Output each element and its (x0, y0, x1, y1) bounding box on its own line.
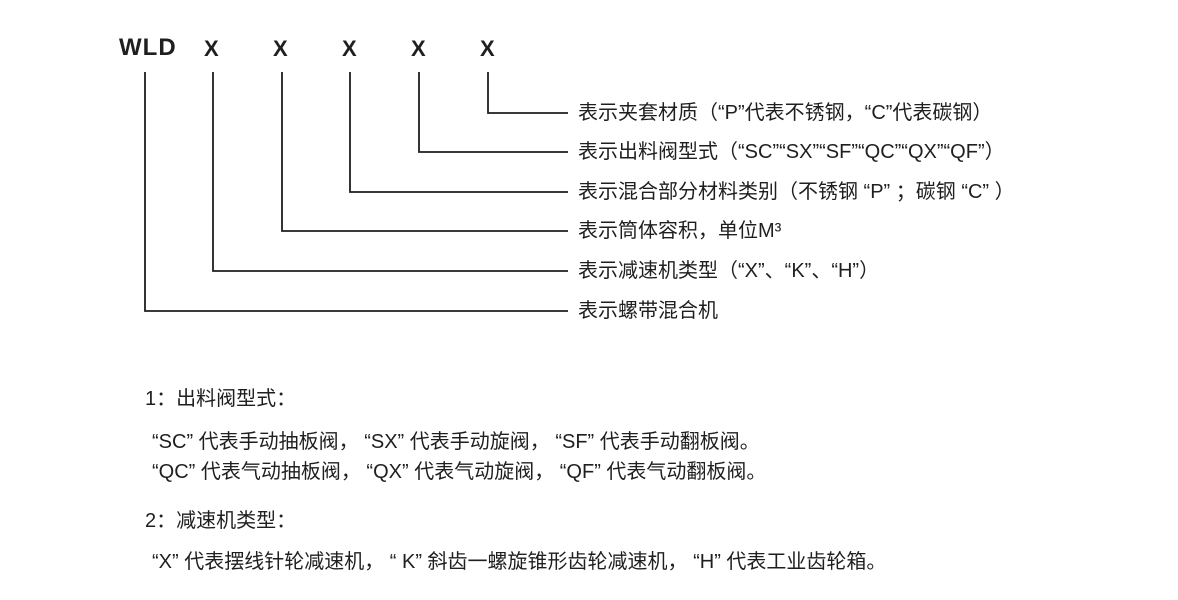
note1-heading: 1：出料阀型式： (145, 388, 297, 410)
connector-line-cylinder-volume (281, 72, 568, 232)
model-code-placeholder-1: X (204, 36, 219, 61)
note1-line2: “QC” 代表气动抽板阀， “QX” 代表气动旋阀， “QF” 代表气动翻板阀。 (152, 461, 767, 483)
note2-line1: “X” 代表摆线针轮减速机， “ K” 斜齿一螺旋锥形齿轮减速机， “H” 代表… (152, 551, 887, 573)
connector-line-mixing-material (349, 72, 568, 193)
callout-discharge-valve: 表示出料阀型式（“SC”“SX”“SF”“QC”“QX”“QF”） (578, 141, 1005, 163)
note1-line1: “SC” 代表手动抽板阀， “SX” 代表手动旋阀， “SF” 代表手动翻板阀。 (152, 431, 760, 453)
callout-reducer-type: 表示减速机类型（“X”、“K”、“H”） (578, 260, 880, 282)
connector-line-reducer-type (212, 72, 568, 272)
model-code-placeholder-4: X (411, 36, 426, 61)
model-code-prefix: WLD (119, 34, 177, 61)
connector-line-mixer-type (144, 72, 568, 312)
callout-mixing-material: 表示混合部分材料类别（不锈钢 “P” ；碳钢 “C” ） (578, 181, 1015, 203)
note2-heading: 2：减速机类型： (145, 510, 297, 532)
callout-jacket-material: 表示夹套材质（“P”代表不锈钢，“C”代表碳钢） (578, 102, 993, 124)
model-code-placeholder-3: X (342, 36, 357, 61)
callout-mixer-type: 表示螺带混合机 (578, 300, 718, 322)
connector-line-discharge-valve (418, 72, 568, 153)
model-code-placeholder-5: X (480, 36, 495, 61)
callout-cylinder-volume: 表示筒体容积，单位M³ (578, 220, 782, 242)
connector-line-jacket-material (487, 72, 568, 114)
model-code-placeholder-2: X (273, 36, 288, 61)
